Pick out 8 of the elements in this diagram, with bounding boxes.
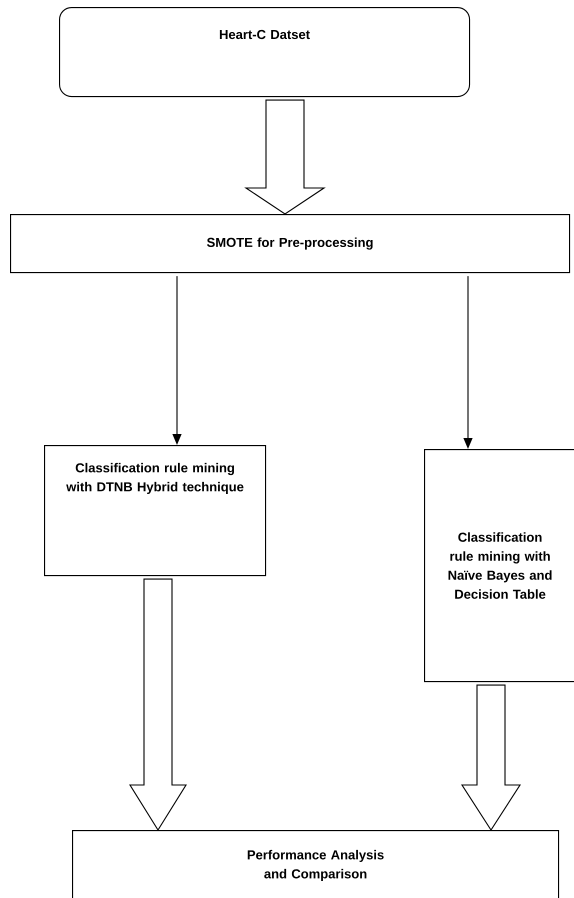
block-arrow <box>461 684 521 832</box>
process-box: Classification rule mining with Naïve Bayes and Decision Table <box>424 449 574 682</box>
process-box: Performance Analysis and Comparison <box>72 830 560 898</box>
process-box: SMOTE for Pre-processing <box>10 214 570 274</box>
block-arrow <box>244 100 326 215</box>
process-box: Heart-C Datset <box>59 7 470 98</box>
process-box: Classification rule mining with DTNB Hybrid technique <box>44 445 266 576</box>
block-arrow <box>129 578 187 832</box>
